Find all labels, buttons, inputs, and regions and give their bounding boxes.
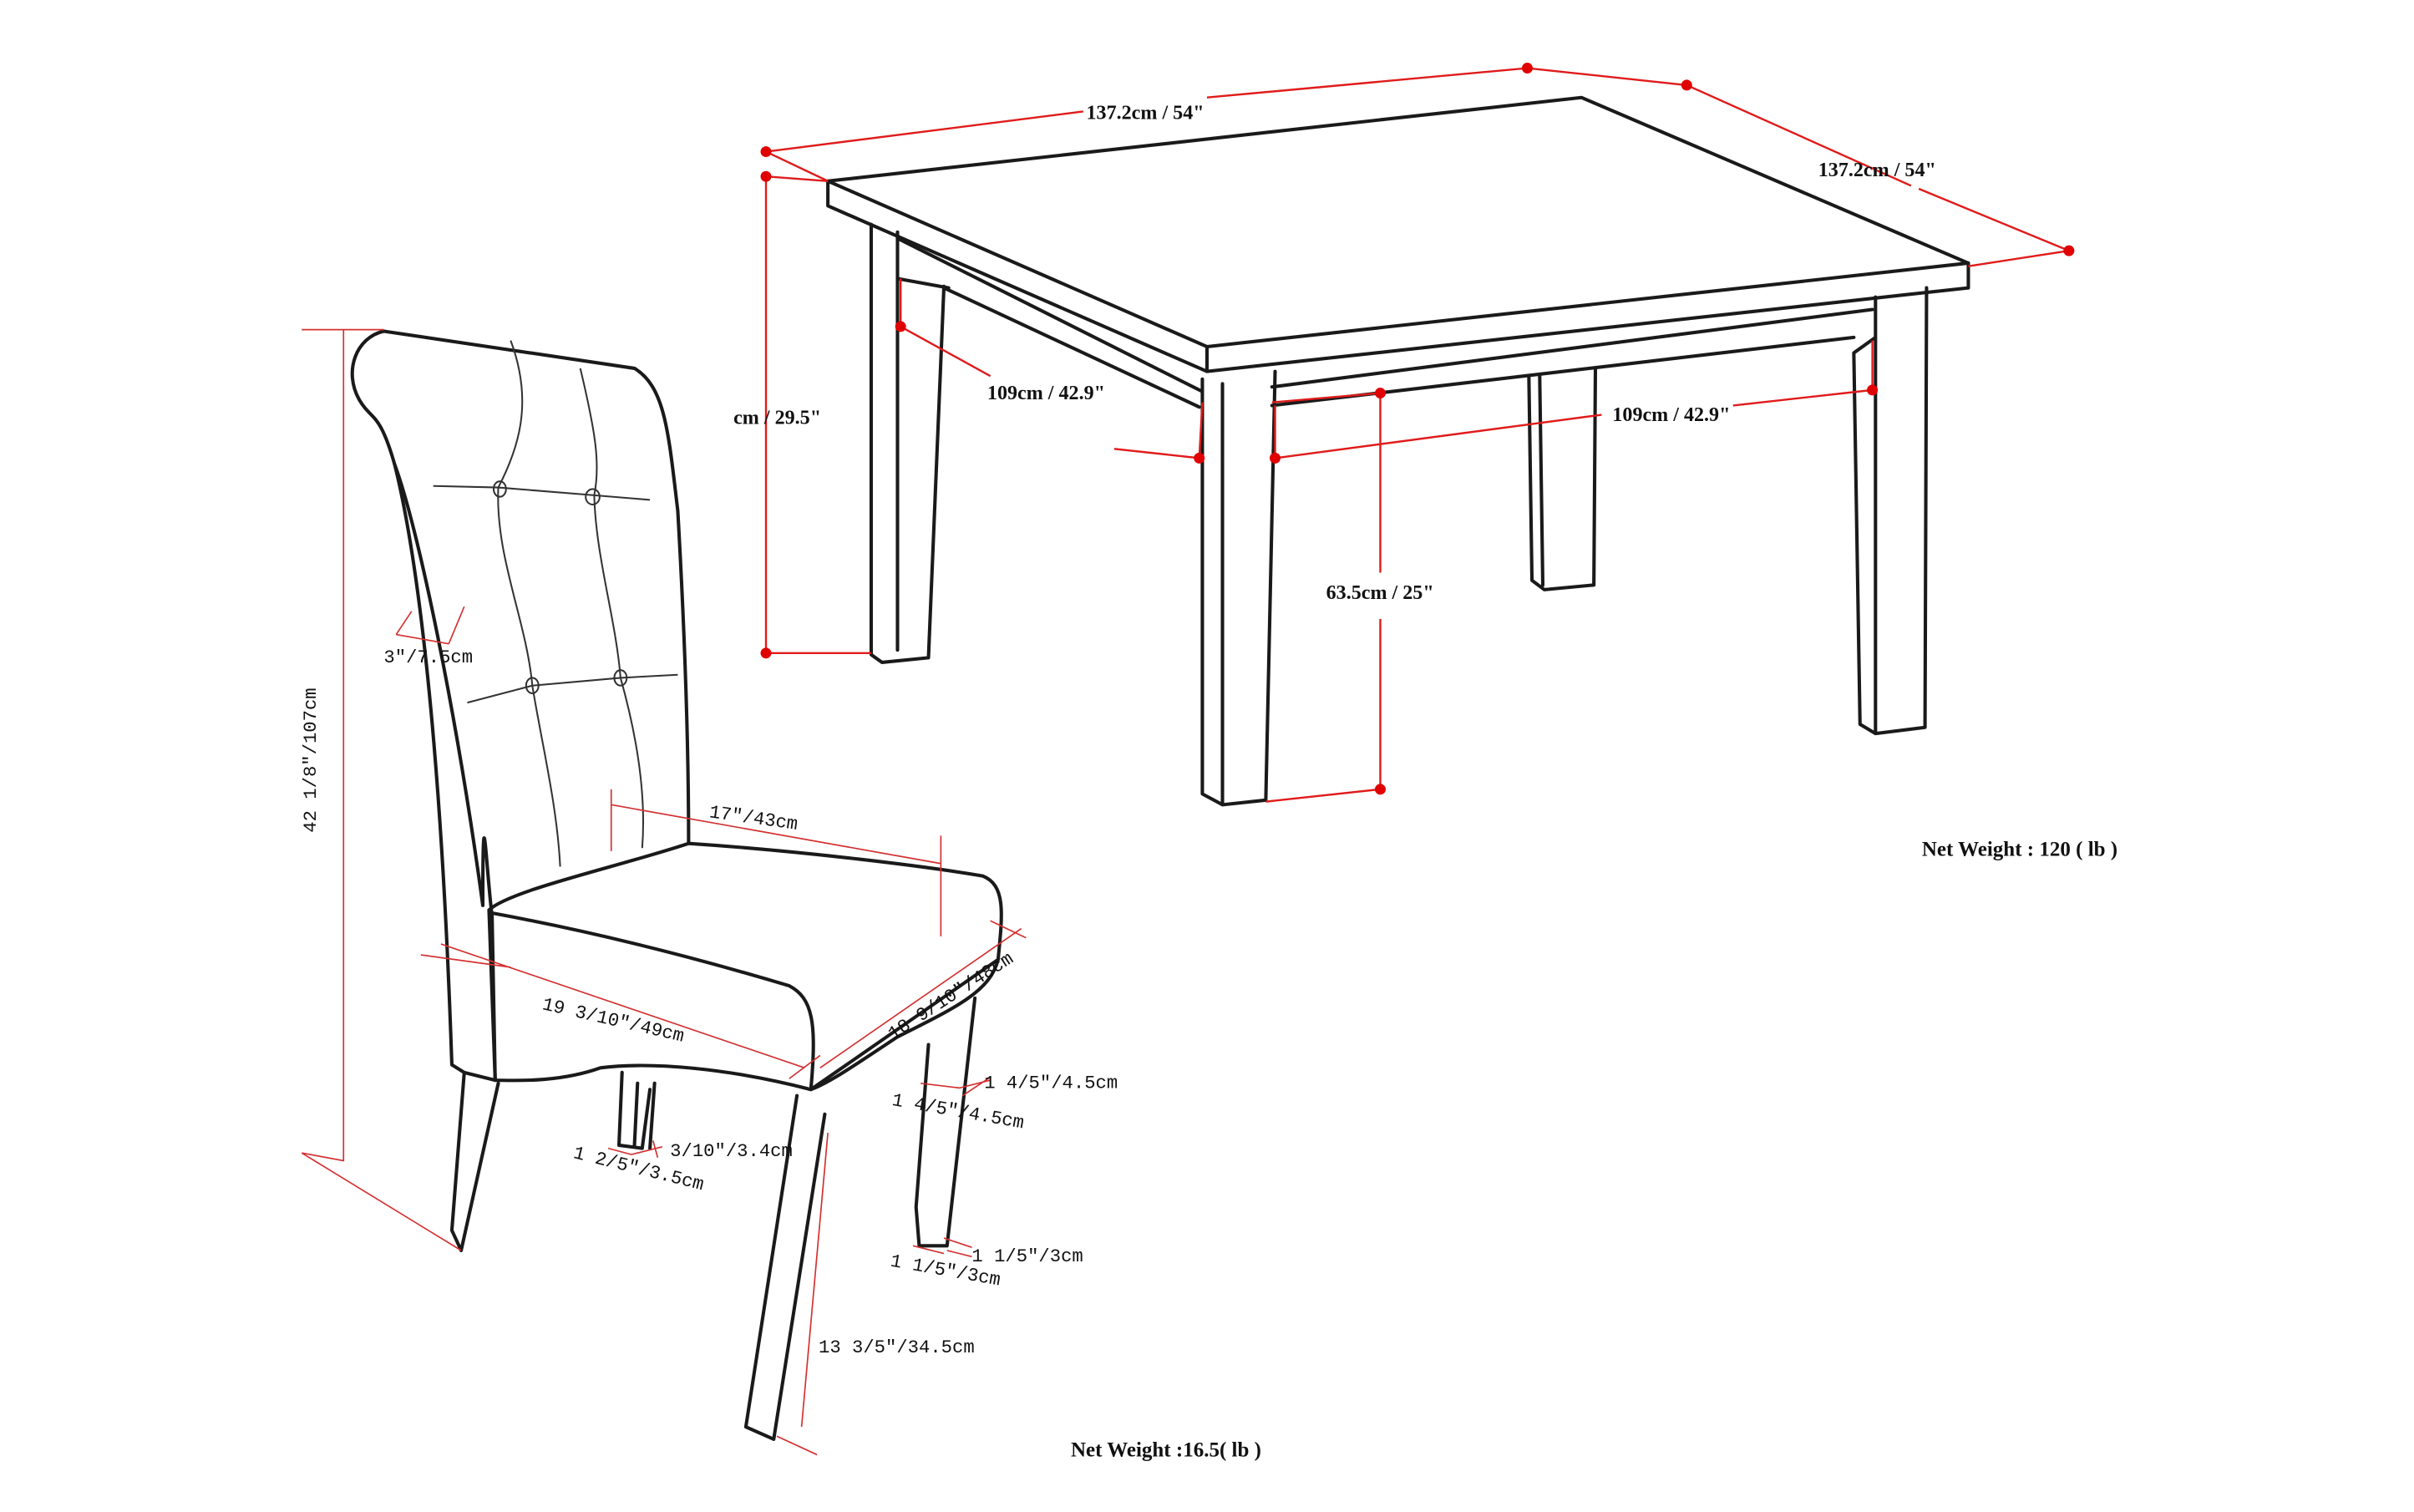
chair-leg-height-label: 13 3/5″/34.5cm xyxy=(819,1337,975,1358)
chair-seat xyxy=(487,841,1003,1092)
table-leg-front xyxy=(1200,369,1277,807)
table-leg-left xyxy=(869,222,946,664)
table-width-label: 137.2cm / 54" xyxy=(1087,103,1204,124)
table-net-weight: Net Weight : 120 ( lb ) xyxy=(1922,838,2117,860)
chair-leg-front-left xyxy=(743,1093,827,1441)
chair-rear-leg-bottom-b-label: 3/10″/3.4cm xyxy=(670,1140,793,1162)
chair-net-weight: Net Weight :16.5( lb ) xyxy=(1071,1438,1261,1461)
chair-seat-front-width-label: 19 3/10″/49cm xyxy=(540,993,687,1047)
chair-leg-front-right xyxy=(914,996,977,1248)
chair-height-label: 42 1/8″/107cm xyxy=(300,688,322,832)
chair-front-leg-top-a-label: 1 4/5″/4.5cm xyxy=(984,1072,1118,1093)
chair-leg-back-left xyxy=(449,1070,500,1252)
chair-front-leg-bottom-a-label: 1 1/5″/3cm xyxy=(971,1246,1083,1267)
table-leg-back xyxy=(1527,366,1598,591)
chair-back-face-edge xyxy=(393,462,485,907)
table-apron-left-label: 109cm / 42.9" xyxy=(987,383,1105,404)
table-apron-front-label: 109cm / 42.9" xyxy=(1612,404,1730,426)
table-dimensions: 137.2cm / 54" 137.2cm / 54" cm / 29.5" 1… xyxy=(733,63,2117,860)
chair-seat-depth-label: 18 9/10″/48cm xyxy=(885,948,1018,1045)
table-top-edge xyxy=(826,179,1970,373)
chair-tufting xyxy=(433,340,678,867)
chair-leg-back-right xyxy=(616,1070,657,1150)
chair-front-leg-top-b-label: 1 4/5″/4.5cm xyxy=(890,1089,1026,1134)
table-depth-label: 137.2cm / 54" xyxy=(1818,160,1936,181)
chair-back-thickness-label: 3″/7.5cm xyxy=(383,647,473,668)
chair-back-outline xyxy=(350,329,497,1083)
table-height-label: cm / 29.5" xyxy=(733,408,821,429)
chair-drawing xyxy=(350,329,1003,1441)
table-drawing xyxy=(826,95,1970,807)
chair-seat-top-edge xyxy=(490,911,1000,1092)
chair-back-front xyxy=(382,329,691,845)
table-apron-left xyxy=(895,236,1204,409)
table-apron-front xyxy=(1270,307,1874,408)
table-leg-clearance-label: 63.5cm / 25" xyxy=(1326,582,1434,604)
table-leg-right xyxy=(1852,286,1929,736)
